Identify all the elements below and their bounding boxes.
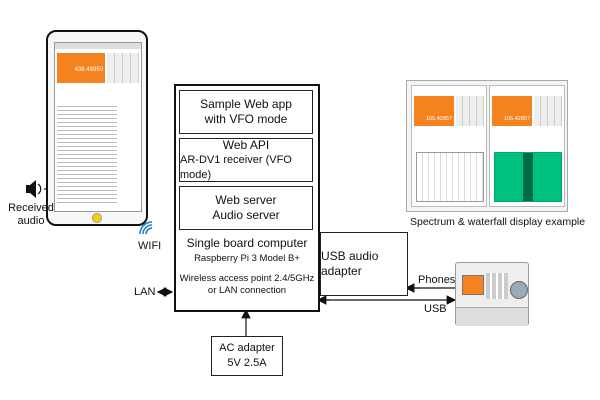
tablet-vfo-display: 438.49950 [57, 53, 105, 83]
wifi-icon [139, 221, 153, 235]
tablet-frequency: 438.49950 [74, 67, 103, 73]
tablet-device: 438.49950 [46, 30, 148, 226]
speaker-icon [26, 180, 42, 198]
lan-label: LAN [134, 286, 156, 298]
waterfall-display [494, 152, 562, 202]
spectrum-frequency-2: 105.42857 [504, 116, 530, 122]
tablet-keypad [107, 53, 139, 83]
spectrum-example-panel: 105.42857 105.42857 [406, 80, 568, 212]
tablet-screen: 438.49950 [54, 42, 142, 212]
wifi-label: WIFI [138, 240, 162, 252]
receiver-tuning-knob [510, 281, 528, 299]
usb-label: USB [424, 303, 447, 315]
spectrum-keypad-2 [534, 96, 562, 126]
spectrum-vfo-2: 105.42857 [492, 96, 532, 126]
ac-adapter-box: AC adapter 5V 2.5A [211, 336, 283, 376]
tablet-home-button [92, 213, 102, 223]
receiver-device [455, 262, 529, 326]
webapi-box: Web API AR-DV1 receiver (VFO mode) [179, 138, 313, 182]
spectrum-vfo-1: 105.42857 [414, 96, 454, 126]
spectrum-screen-2: 105.42857 [489, 85, 565, 207]
spectrum-keypad-1 [456, 96, 484, 126]
usb-audio-adapter-box: USB audio adapter [320, 232, 408, 296]
system-stack: Sample Web app with VFO mode Web API AR-… [174, 84, 320, 312]
spectrum-frequency-1: 105.42857 [426, 116, 452, 122]
tablet-frequency-list [57, 103, 117, 203]
sbc-area: Single board computer Raspberry Pi 3 Mod… [179, 236, 315, 296]
spectrum-screen-1: 105.42857 [411, 85, 487, 207]
receiver-lcd [462, 275, 484, 295]
spectrum-caption: Spectrum & waterfall display example [410, 216, 586, 228]
spectrum-graph [416, 152, 484, 202]
received-audio-label: Received audio [8, 202, 54, 227]
webapp-box: Sample Web app with VFO mode [179, 90, 313, 134]
tablet-address-bar [55, 43, 141, 49]
receiver-keypad [486, 273, 508, 299]
server-box: Web server Audio server [179, 186, 313, 230]
receiver-front-panel [456, 307, 528, 326]
phones-label: Phones [418, 274, 456, 286]
